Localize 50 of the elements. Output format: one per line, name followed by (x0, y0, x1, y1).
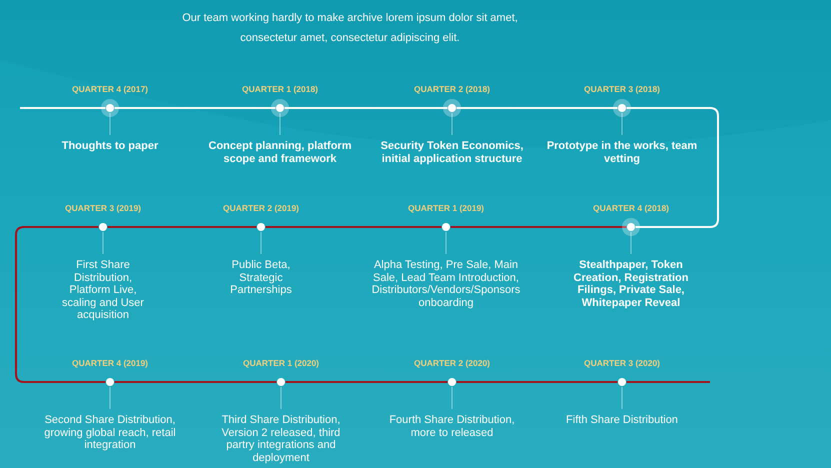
milestone-description: Prototype in the works, team vetting (546, 140, 698, 165)
quarter-label: QUARTER 4 (2017) (72, 84, 148, 94)
quarter-label: QUARTER 2 (2019) (222, 203, 300, 213)
milestone-dot (618, 104, 626, 112)
milestone-dot (448, 378, 456, 386)
quarter-label: QUARTER 2 (2020) (414, 358, 490, 368)
milestone-description: Third Share Distribution, Version 2 released, third partry integrations and deployment (220, 414, 342, 464)
timeline-line (626, 381, 710, 383)
milestone-dot (99, 223, 107, 231)
milestone-description: Stealthpaper, Token Creation, Registration Filings, Private Sale, Whitepaper Reveal (574, 259, 688, 309)
milestone-dot (627, 223, 635, 231)
timeline-line (15, 226, 106, 383)
milestone-description: Public Beta, Strategic Partnerships (229, 259, 293, 296)
heading-text: Our team working hardly to make archive lorem ipsum dolor sit amet, consectetur amet, consectetur adipiscing elit. (181, 11, 519, 46)
timeline-line (626, 107, 719, 228)
milestone-description: Thoughts to paper (60, 140, 160, 152)
quarter-label: QUARTER 3 (2020) (584, 358, 660, 368)
quarter-label: QUARTER 1 (2018) (242, 84, 318, 94)
milestone-dot (106, 378, 114, 386)
milestone-dot (442, 223, 450, 231)
milestone-description: Fifth Share Distribution (565, 414, 679, 426)
timeline-line (456, 107, 618, 109)
milestone-dot (277, 378, 285, 386)
quarter-label: QUARTER 1 (2019) (408, 203, 484, 213)
timeline-line (266, 226, 442, 228)
quarter-label: QUARTER 2 (2018) (414, 84, 490, 94)
milestone-description: Security Token Economics, initial application structure (380, 140, 524, 165)
timeline-line (114, 107, 276, 109)
milestone-description: Fourth Share Distribution, more to released (388, 414, 516, 439)
quarter-label: QUARTER 4 (2019) (72, 358, 148, 368)
timeline-line (108, 226, 256, 228)
milestone-description: Second Share Distribution, growing global reach, retail integration (43, 414, 177, 452)
milestone-dot (448, 104, 456, 112)
milestone-description: Alpha Testing, Pre Sale, Main Sale, Lead Team Introduction, Distributors/Vendors/Sponsors onboarding (370, 259, 522, 309)
milestone-description: First Share Distribution, Platform Live, scaling and User acquisition (61, 259, 145, 322)
quarter-label: QUARTER 4 (2018) (592, 203, 670, 213)
milestone-dot (276, 104, 284, 112)
milestone-dot (618, 378, 626, 386)
timeline-line (284, 107, 448, 109)
timeline-line (456, 381, 618, 383)
timeline-line (286, 381, 448, 383)
timeline-line (450, 226, 626, 228)
quarter-label: QUARTER 3 (2019) (64, 203, 142, 213)
timeline-line (20, 107, 106, 109)
quarter-label: QUARTER 1 (2020) (242, 358, 320, 368)
milestone-description: Concept planning, platform scope and framework (208, 140, 352, 165)
milestone-dot (106, 104, 114, 112)
quarter-label: QUARTER 3 (2018) (584, 84, 660, 94)
milestone-dot (257, 223, 265, 231)
timeline-line (114, 381, 276, 383)
